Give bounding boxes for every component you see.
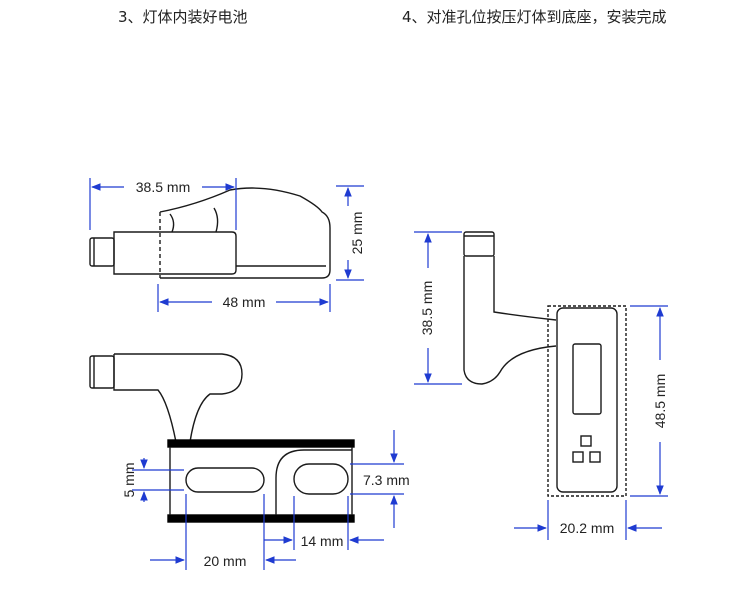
top-view-lamp <box>89 187 331 279</box>
dim-side-total-height: 48.5 mm <box>630 305 668 497</box>
side-view-base-dashed <box>547 305 627 497</box>
side-view-lamp-arm <box>463 256 557 385</box>
top-view-detail-2 <box>213 207 219 233</box>
dim-base-hole-height-label: 7.3 mm <box>363 472 410 488</box>
side-view-button-right <box>589 451 601 463</box>
dim-side-total-height-label: 48.5 mm <box>652 374 668 428</box>
dim-base-hole-width: 14 mm <box>264 496 384 550</box>
dim-side-height-label: 38.5 mm <box>419 281 435 335</box>
step-3-caption: 3、灯体内装好电池 <box>118 8 248 26</box>
dim-base-slot-height-label: 5 mm <box>121 463 137 498</box>
base-top-bar <box>167 439 355 448</box>
dim-top-height: 25 mm <box>336 185 365 281</box>
side-view-assembly <box>463 231 627 497</box>
dim-base-slot-spacing-label: 20 mm <box>204 553 247 569</box>
front-view-lamp-arm <box>113 353 243 443</box>
side-view-button-top <box>580 435 592 447</box>
top-view-body-outline <box>159 187 331 279</box>
top-view-detail-1 <box>169 213 175 233</box>
dim-base-hole-height: 7.3 mm <box>350 430 410 528</box>
side-view-cap <box>463 231 495 257</box>
dim-base-hole-width-label: 14 mm <box>301 533 344 549</box>
base-hole <box>293 463 349 495</box>
dim-top-width: 38.5 mm <box>89 178 237 230</box>
dim-top-width-label: 38.5 mm <box>136 179 190 195</box>
dim-base-slot-spacing: 20 mm <box>150 494 296 570</box>
base-slot <box>185 467 265 493</box>
dim-side-width-label: 20.2 mm <box>560 520 614 536</box>
base-hole-housing <box>275 449 352 515</box>
dim-side-width: 20.2 mm <box>514 500 662 540</box>
base-bottom-bar <box>167 514 355 523</box>
front-view-assembly <box>89 353 355 523</box>
side-view-button-left <box>572 451 584 463</box>
dim-side-height: 38.5 mm <box>414 231 462 385</box>
dim-top-height-label: 25 mm <box>349 212 365 255</box>
side-view-switch-window <box>572 343 602 415</box>
dim-top-length: 48 mm <box>157 284 331 312</box>
top-view-neck <box>113 231 237 275</box>
dim-base-slot-height: 5 mm <box>121 458 184 502</box>
dim-top-length-label: 48 mm <box>223 294 266 310</box>
side-view-lamp-body <box>556 307 618 493</box>
step-4-caption: 4、对准孔位按压灯体到底座，安装完成 <box>402 8 667 26</box>
